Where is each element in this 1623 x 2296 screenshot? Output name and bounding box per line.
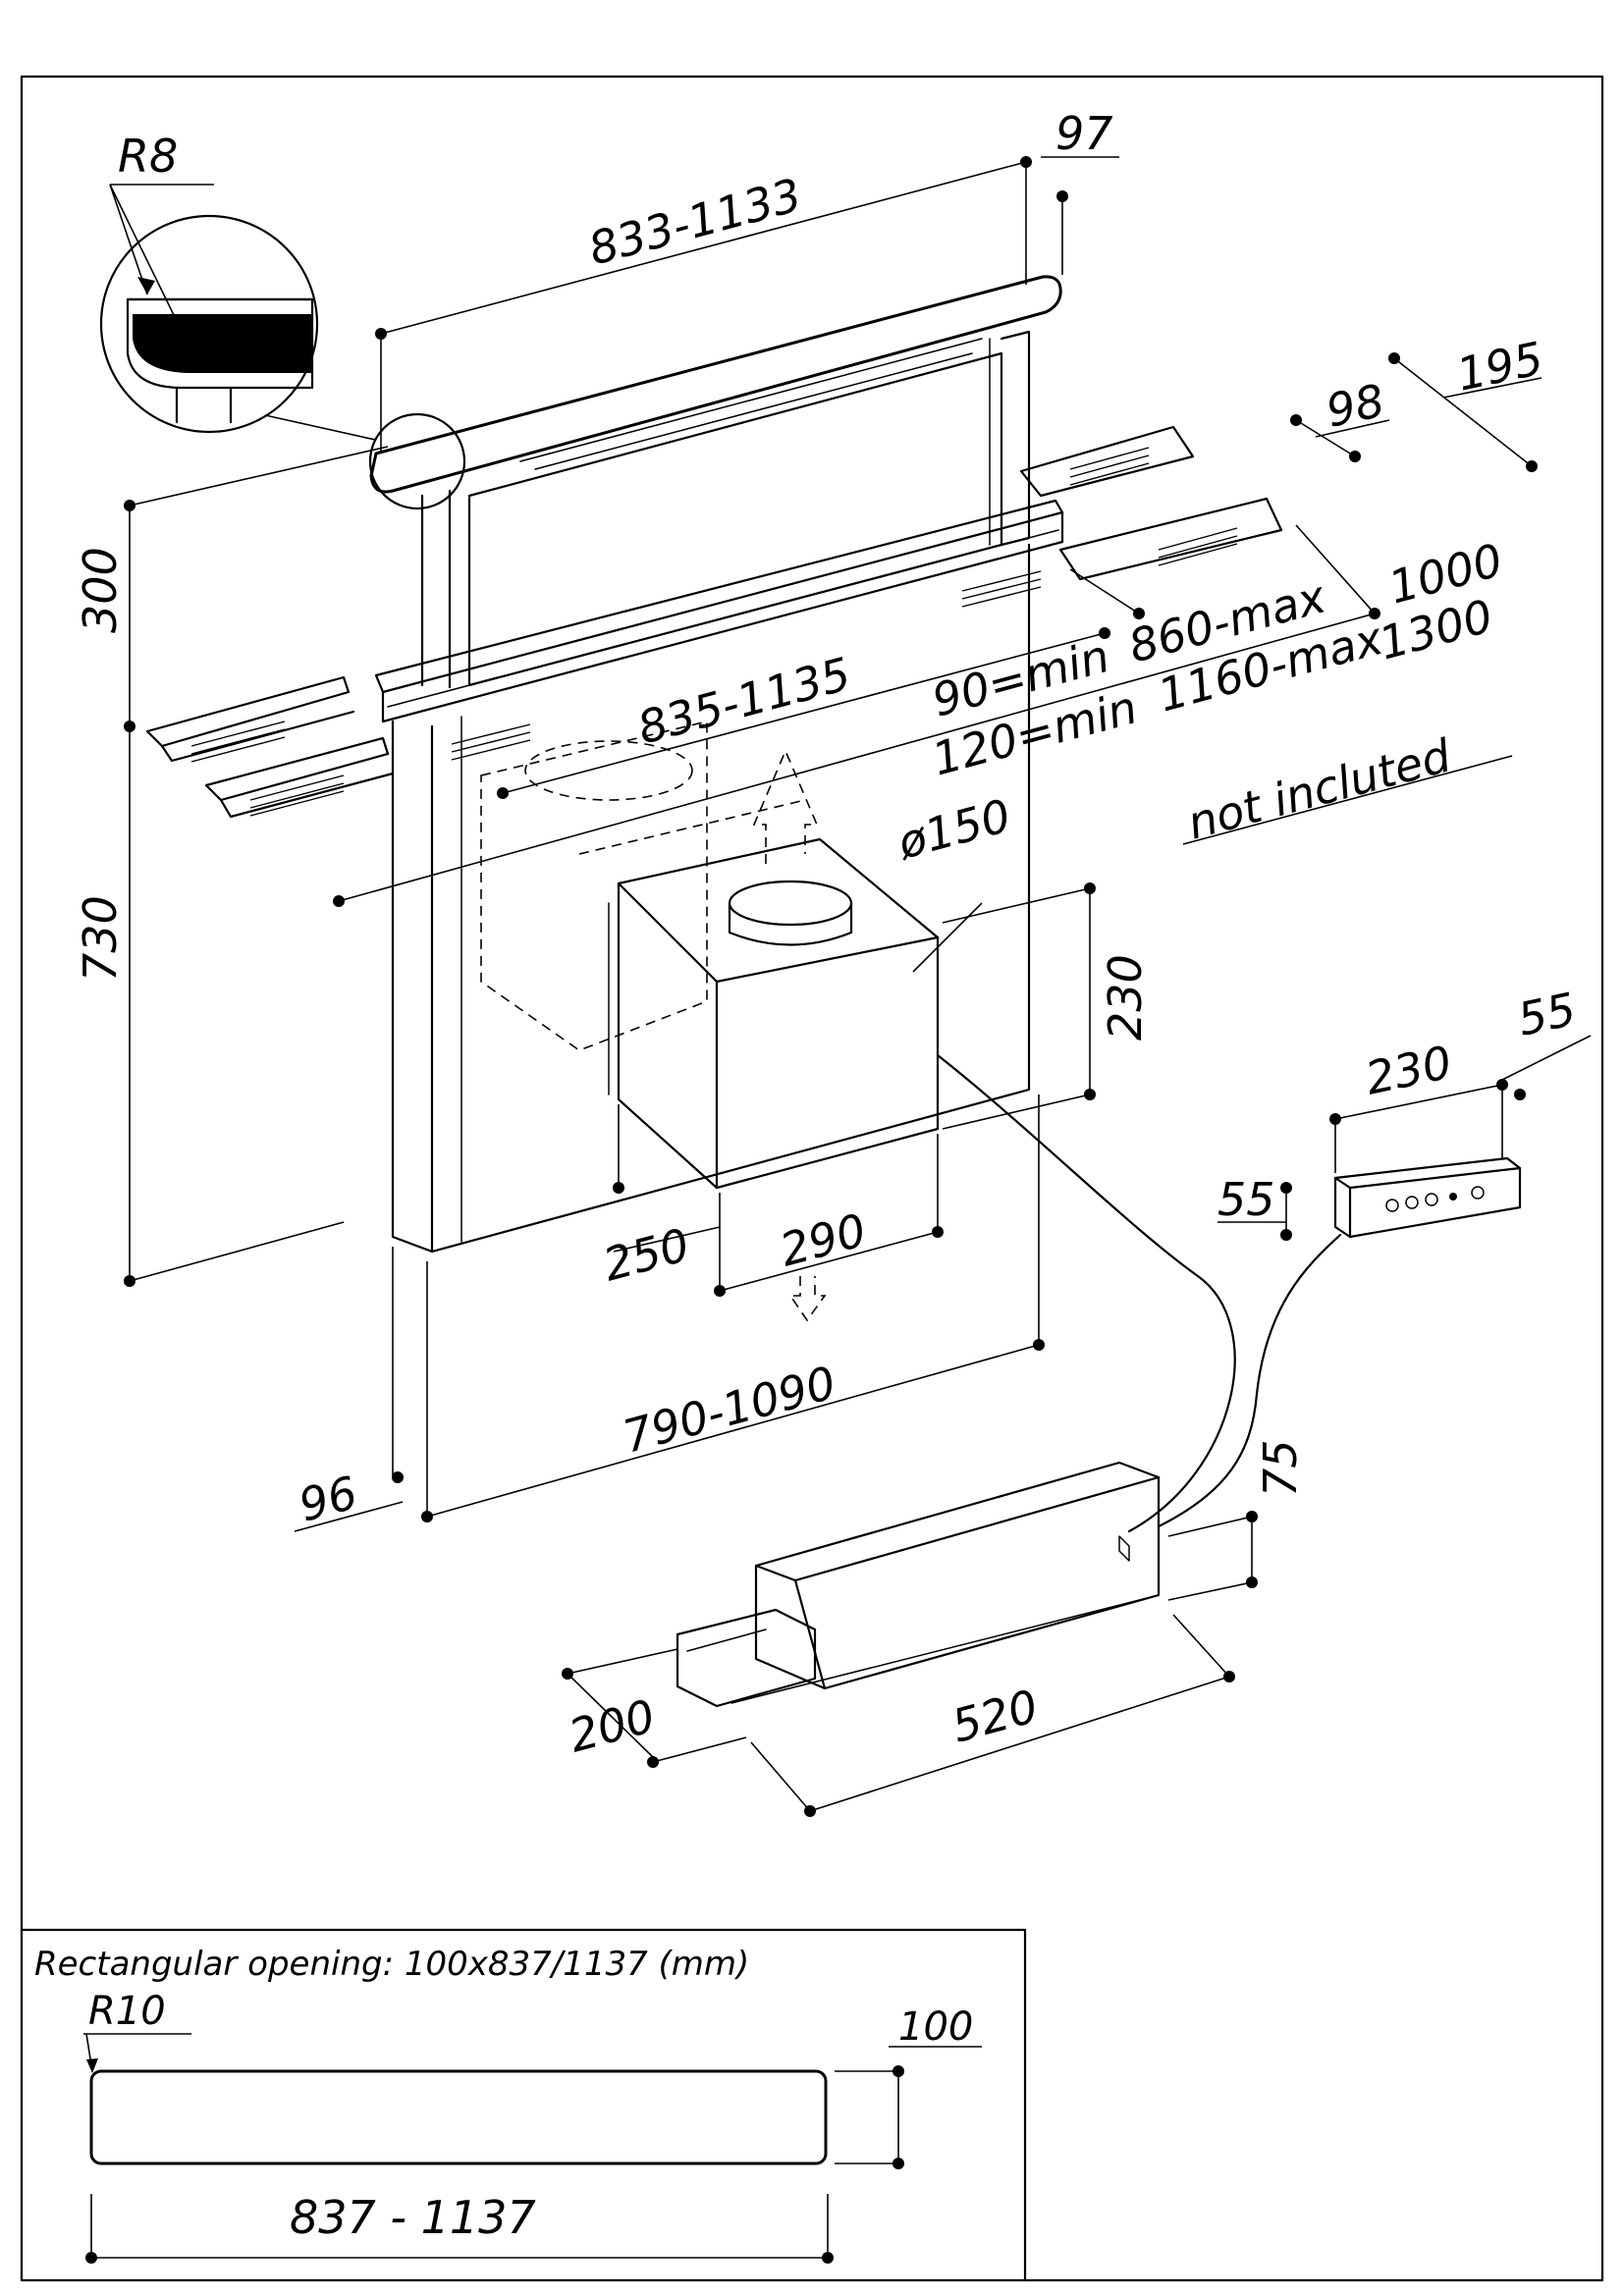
mounting-rails xyxy=(145,425,1283,819)
dim-control-height: 55 xyxy=(1217,1173,1275,1226)
hood-body xyxy=(369,275,1064,1254)
dim-body-thickness: 96 xyxy=(294,1466,363,1531)
filter-box xyxy=(608,748,1236,1533)
dim-box-depth: 250 xyxy=(598,1218,695,1292)
opening-width: 837 - 1137 xyxy=(290,2191,536,2244)
dim-motor-length: 520 xyxy=(947,1680,1044,1753)
dim-rail-depth: 98 xyxy=(1322,374,1388,438)
dim-control-width: 230 xyxy=(1361,1036,1456,1105)
dimension-lines xyxy=(124,156,1592,1817)
dim-body-width: 835-1135 xyxy=(632,647,856,754)
dim-motor-depth: 200 xyxy=(564,1689,661,1763)
note-not-included-b: ted xyxy=(1371,728,1457,799)
dim-top-width: 833-1133 xyxy=(583,168,807,275)
dim-motor-height: 75 xyxy=(1254,1439,1307,1497)
control-panel xyxy=(1157,1156,1522,1528)
opening-height: 100 xyxy=(898,2004,973,2050)
dim-top-depth: 97 xyxy=(1055,107,1113,160)
motor-unit xyxy=(676,1461,1161,1708)
opening-panel: Rectangular opening: 100x837/1137 (mm) R… xyxy=(34,1945,982,2264)
dim-height-lower: 730 xyxy=(74,895,127,982)
dim-box-height: 230 xyxy=(1099,954,1152,1041)
opening-radius: R10 xyxy=(88,1989,166,2034)
r8-label: R8 xyxy=(118,130,178,183)
opening-caption: Rectangular opening: 100x837/1137 (mm) xyxy=(34,1945,749,1984)
duct-dashed xyxy=(480,720,806,1051)
note-not-included: not incluted xyxy=(1182,728,1457,849)
page-border xyxy=(20,75,1604,2282)
dim-rail-total: 195 xyxy=(1452,332,1547,401)
detail-r8: R8 xyxy=(99,130,466,510)
dim-control-depth: 55 xyxy=(1513,983,1580,1046)
dim-box-width: 290 xyxy=(775,1203,872,1277)
opening-rectangle xyxy=(89,2069,828,2165)
opening-panel-border xyxy=(20,1928,1027,2282)
dim-height-upper: 300 xyxy=(74,547,127,633)
dim-duct-diameter: ø150 xyxy=(892,788,1016,869)
dim-body-lower-width: 790-1090 xyxy=(618,1356,841,1463)
dim-rail-len-2: 1300 xyxy=(1374,589,1498,669)
